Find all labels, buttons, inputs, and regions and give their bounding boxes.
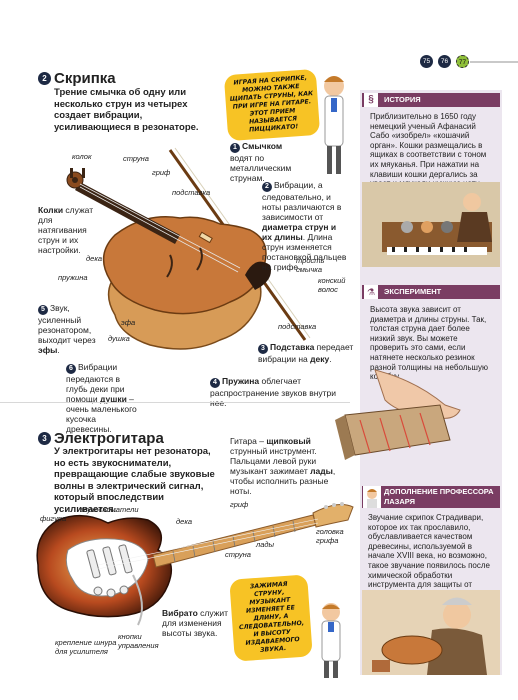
guitar-side-note: Гитара – щипковый струнный инструмент. П… bbox=[230, 436, 336, 496]
label-lady: лады bbox=[256, 540, 275, 549]
violin-title: Скрипка bbox=[54, 70, 116, 87]
violin-illustration bbox=[66, 147, 311, 350]
professor-figure-top bbox=[324, 76, 344, 174]
section-number: 3 bbox=[38, 432, 51, 445]
page-rule bbox=[470, 61, 518, 63]
label-pruzhina: пружина bbox=[58, 273, 88, 282]
note-vibrato: Вибрато служит для изменения высоты звук… bbox=[162, 608, 229, 638]
label-kreplenie: крепление шнура для усилителя bbox=[55, 638, 117, 656]
box-experiment-illustration bbox=[335, 369, 461, 460]
flask-icon: ⚗ bbox=[364, 285, 378, 299]
professor-figure-bottom bbox=[321, 603, 341, 678]
professor-text: Звучание скрипок Страдивари, которое их … bbox=[368, 513, 490, 599]
pizzicato-bubble: ИГРАЯ НА СКРИПКЕ, МОЖНО ТАКЖЕ ЩИПАТЬ СТР… bbox=[223, 68, 321, 142]
label-podstavka-top: подставка bbox=[172, 188, 211, 197]
label-grif-guitar: гриф bbox=[230, 500, 249, 509]
guitar-illustration bbox=[36, 502, 354, 626]
history-icon: § bbox=[364, 93, 378, 107]
label-dushka: душка bbox=[108, 334, 130, 343]
guitar-intro: У электрогитары нет резонатора, но есть … bbox=[54, 446, 215, 515]
page-number-76: 76 bbox=[438, 55, 451, 68]
page-number-75: 75 bbox=[420, 55, 433, 68]
label-efa: эфа bbox=[121, 318, 136, 327]
label-grif: гриф bbox=[152, 168, 171, 177]
label-podstavka-bottom: подставка bbox=[278, 322, 317, 331]
cat-organ-illustration bbox=[362, 182, 500, 267]
section-number: 2 bbox=[38, 72, 51, 85]
guitar-title: Электрогитара bbox=[54, 430, 164, 447]
string-length-bubble: ЗАЖИМАЯ СТРУНУ, МУЗЫКАНТ ИЗМЕНЯЕТ ЕЕ ДЛИ… bbox=[229, 574, 313, 662]
label-konsky-volos: конский волос bbox=[318, 276, 346, 294]
page-number-77: 77 bbox=[456, 55, 469, 68]
professor-title: ДОПОЛНЕНИЕ ПРОФЕССОРА ЛАЗАРЯ bbox=[362, 486, 500, 508]
label-trost: трость смычка bbox=[296, 256, 325, 274]
label-struna: струна bbox=[123, 154, 149, 163]
label-figura: фигура bbox=[40, 514, 67, 523]
history-text: Приблизительно в 1650 году немецкий учен… bbox=[370, 112, 487, 188]
label-knopki: кнопки управления bbox=[118, 632, 159, 650]
experiment-title: ЭКСПЕРИМЕНТ bbox=[362, 285, 500, 299]
section-divider bbox=[0, 402, 350, 403]
label-kolok: колок bbox=[72, 152, 92, 161]
label-zvukosnimateli: звукосниматели bbox=[80, 505, 139, 514]
label-deka-guitar: дека bbox=[176, 517, 193, 526]
label-struna-guitar: струна bbox=[225, 550, 251, 559]
label-golovka: головка грифа bbox=[316, 527, 344, 545]
professor-icon bbox=[363, 486, 381, 508]
note-kolki: Колки служат для натягивания струн и их … bbox=[38, 205, 94, 255]
luthier-illustration bbox=[362, 590, 500, 675]
history-title: ИСТОРИЯ bbox=[362, 93, 500, 107]
violin-intro: Трение смычка об одну или несколько стру… bbox=[54, 87, 199, 133]
label-deka: дека bbox=[86, 254, 103, 263]
